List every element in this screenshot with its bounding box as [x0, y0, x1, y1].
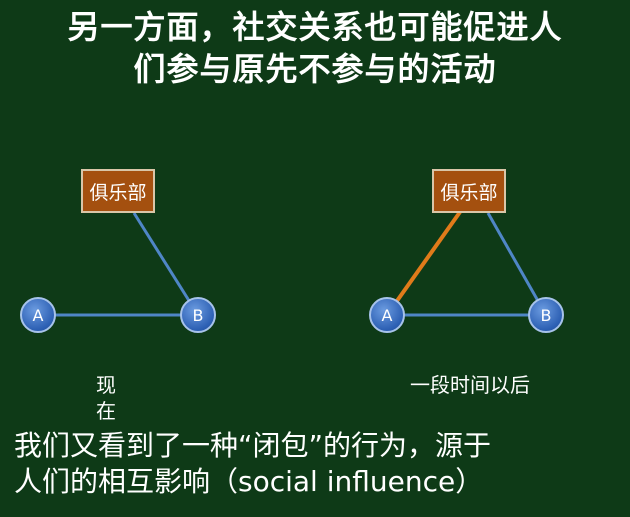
conclusion-line-1: 我们又看到了一种“闭包”的行为，源于 — [14, 429, 492, 462]
title-line-1: 另一方面，社交关系也可能促进人 — [67, 8, 563, 46]
edge-later-club-a — [385, 210, 462, 317]
caption-now: 现在 — [96, 373, 116, 423]
club-node-now: 俱乐部 — [81, 169, 155, 213]
club-label-later: 俱乐部 — [440, 181, 498, 204]
node-b-later-label: B — [540, 305, 552, 325]
node-b-now-label: B — [192, 305, 204, 325]
node-a-now-label: A — [32, 305, 44, 325]
club-label-now: 俱乐部 — [89, 181, 147, 204]
conclusion-text: 我们又看到了一种“闭包”的行为，源于 人们的相互影响（social influe… — [14, 428, 624, 500]
node-a-later: A — [369, 297, 405, 333]
conclusion-line-2: 人们的相互影响（social influence） — [14, 465, 484, 498]
caption-later: 一段时间以后 — [410, 373, 530, 397]
edge-later-club-b — [486, 212, 548, 316]
title-line-2: 们参与原先不参与的活动 — [133, 50, 497, 88]
edge-now-club-b — [132, 212, 200, 316]
node-a-later-label: A — [381, 305, 393, 325]
club-node-later: 俱乐部 — [432, 169, 506, 213]
node-b-later: B — [528, 297, 564, 333]
slide-title: 另一方面，社交关系也可能促进人 们参与原先不参与的活动 — [0, 6, 630, 90]
node-a-now: A — [20, 297, 56, 333]
node-b-now: B — [180, 297, 216, 333]
